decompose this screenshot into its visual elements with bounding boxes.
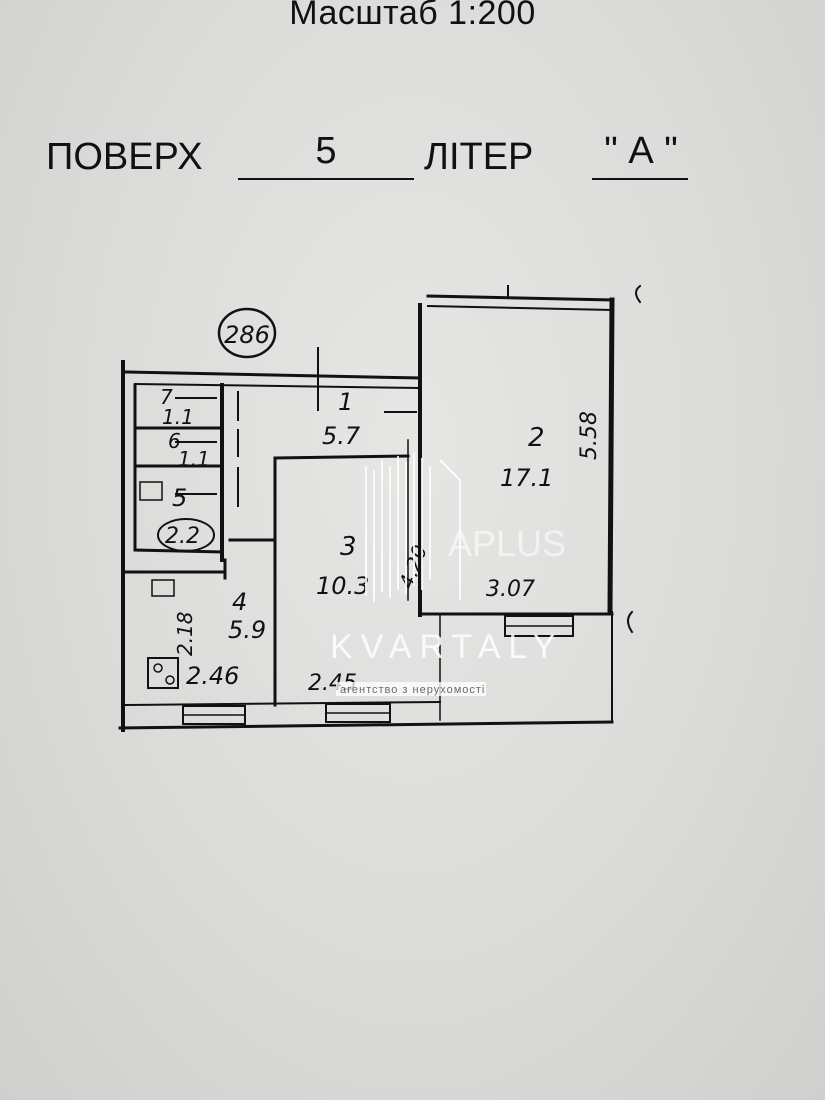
room-2-area: 17.1 (500, 464, 553, 492)
hall-top-wall (123, 370, 422, 380)
room-1-number: 1 (338, 388, 353, 416)
sink-icon (139, 481, 163, 501)
dim-room4-bottom: 2.46 (186, 662, 239, 690)
room-3-area: 10.3 (316, 572, 369, 600)
floor-letter-row: ПОВЕРХ 5 ЛІТЕР " А " (46, 130, 746, 196)
room-7-area: 1.1 (162, 405, 194, 429)
watermark: APLUS KVARTALY агентство з нерухомості (330, 452, 566, 696)
floor-value: 5 (315, 130, 337, 172)
outer-wall-bottom-inner (121, 700, 442, 707)
watermark-name: KVARTALY (330, 628, 563, 666)
room-5-number: 5 (172, 484, 187, 512)
room2-wall-top (426, 294, 614, 302)
room-5-area-circle (157, 518, 215, 552)
room2-wall-right (607, 297, 615, 615)
room-6-number: 6 (168, 429, 181, 453)
floor-label: ПОВЕРХ (46, 136, 203, 178)
dim-room2-side: 5.58 (577, 411, 602, 460)
room-4-number: 4 (232, 588, 247, 616)
stove-burner-icon (165, 675, 175, 685)
letter-underline (592, 178, 688, 180)
axis-mark-bottom (627, 610, 634, 634)
scale-title: Масштаб 1:200 (289, 0, 536, 32)
dim-room4-side: 2.18 (173, 611, 197, 656)
room-6-area: 1.1 (178, 447, 210, 471)
stove-icon (147, 657, 179, 689)
axis-mark-top (635, 284, 642, 304)
dim-room2-bottom: 3.07 (486, 577, 535, 602)
room2-wall-top-inner (426, 304, 614, 312)
floor-underline (238, 178, 414, 180)
hall-top-wall-inner (133, 382, 422, 390)
stove-burner-icon (153, 663, 163, 673)
apartment-number-circle (217, 307, 277, 359)
watermark-brand: APLUS (448, 523, 566, 564)
washbasin-icon (151, 579, 175, 597)
watermark-tagline-bg (336, 682, 486, 696)
room-5-area: 2.2 (165, 524, 200, 549)
room3-top-wall (273, 454, 410, 460)
room-2-number: 2 (528, 423, 545, 453)
room-7-number: 7 (160, 385, 173, 409)
room-1-area: 5.7 (322, 422, 361, 450)
room-4-area: 5.9 (228, 616, 266, 644)
room-3-number: 3 (340, 532, 357, 562)
apartment-number: 286 (224, 321, 270, 349)
outer-wall-bottom (118, 720, 614, 730)
letter-label: ЛІТЕР (424, 136, 534, 178)
letter-value: " А " (604, 130, 678, 172)
watermark-tagline: агентство з нерухомості (340, 684, 485, 696)
